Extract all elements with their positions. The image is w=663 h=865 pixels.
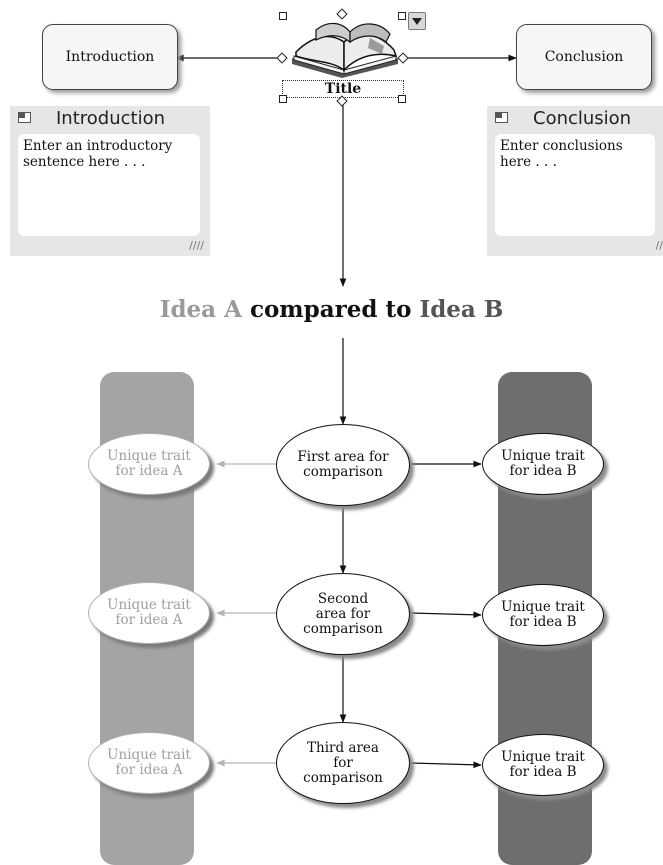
book-icon: [292, 22, 398, 78]
note-icon[interactable]: [18, 112, 31, 123]
introduction-box[interactable]: Introduction: [42, 24, 178, 90]
dropdown-arrow-icon[interactable]: [408, 12, 426, 30]
comparison-area-node-3[interactable]: Third area for comparison: [276, 722, 410, 804]
title-label-box[interactable]: Title: [282, 80, 404, 98]
conclusion-box[interactable]: Conclusion: [516, 24, 652, 90]
trait-b-node-2[interactable]: Unique trait for idea B: [482, 584, 604, 646]
trait-b-node-3[interactable]: Unique trait for idea B: [482, 734, 604, 796]
introduction-note-text[interactable]: Enter an introductory sentence here . . …: [18, 134, 200, 236]
trait-a-label-3: Unique trait for idea A: [107, 747, 191, 778]
trait-a-label-2: Unique trait for idea A: [107, 597, 191, 628]
trait-a-label-1: Unique trait for idea A: [107, 448, 191, 479]
trait-a-node-2[interactable]: Unique trait for idea A: [88, 582, 210, 644]
comparison-area-label-2: Second area for comparison: [303, 590, 383, 637]
resize-grip-icon[interactable]: ////: [189, 239, 204, 252]
trait-a-node-1[interactable]: Unique trait for idea A: [88, 433, 210, 495]
idea-a-label: Idea A: [159, 296, 242, 323]
conclusion-box-label: Conclusion: [544, 49, 624, 65]
trait-b-node-1[interactable]: Unique trait for idea B: [482, 433, 604, 495]
connector-second-trait-b: [410, 611, 482, 619]
selection-handle-bottom-right[interactable]: [398, 95, 406, 103]
comparison-area-label-3: Third area for comparison: [303, 739, 383, 786]
trait-a-node-3[interactable]: Unique trait for idea A: [88, 732, 210, 794]
selection-handle-top-left[interactable]: [279, 12, 287, 20]
title-node[interactable]: Title: [280, 10, 410, 102]
comparison-heading[interactable]: Idea A compared to Idea B: [0, 296, 663, 323]
selection-handle-bottom-left[interactable]: [279, 95, 287, 103]
conclusion-note-header: Conclusion: [487, 106, 663, 132]
idea-b-label: Idea B: [419, 296, 504, 323]
introduction-box-label: Introduction: [65, 49, 155, 65]
comparison-area-node-2[interactable]: Second area for comparison: [276, 573, 410, 655]
trait-b-label-2: Unique trait for idea B: [501, 599, 585, 630]
title-label: Title: [324, 81, 362, 97]
resize-grip-icon[interactable]: //: [655, 239, 663, 252]
selection-handle-top-right[interactable]: [398, 12, 406, 20]
compared-to-label: compared to: [249, 296, 412, 323]
connector-third-trait-b: [410, 761, 482, 769]
introduction-note[interactable]: Introduction Enter an introductory sente…: [10, 106, 210, 256]
trait-b-label-3: Unique trait for idea B: [501, 749, 585, 780]
comparison-area-node-1[interactable]: First area for comparison: [276, 424, 410, 506]
conclusion-note[interactable]: Conclusion Enter conclusions here . . . …: [487, 106, 663, 256]
note-icon[interactable]: [495, 112, 508, 123]
introduction-note-header: Introduction: [10, 106, 210, 132]
comparison-area-label-1: First area for comparison: [297, 449, 389, 480]
conclusion-note-title: Conclusion: [533, 108, 632, 129]
trait-b-label-1: Unique trait for idea B: [501, 448, 585, 479]
conclusion-note-text[interactable]: Enter conclusions here . . .: [495, 134, 655, 236]
introduction-note-title: Introduction: [56, 108, 166, 129]
